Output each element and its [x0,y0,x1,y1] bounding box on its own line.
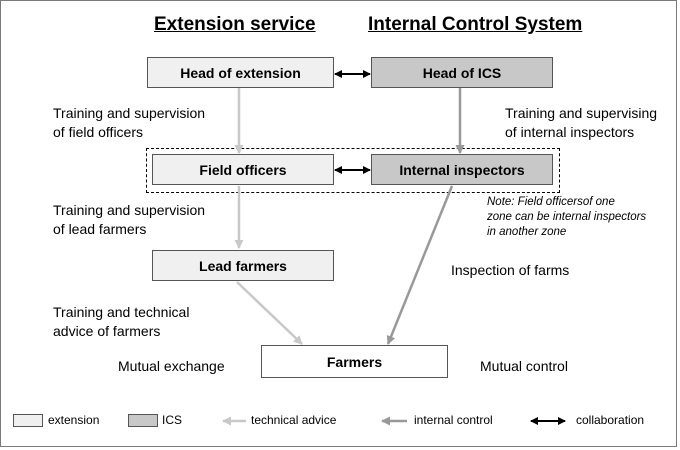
advice-arrow-lead-to-farmers [236,281,303,345]
note-line: zone can be internal inspectors [487,211,647,223]
label-line: Training and supervising [505,105,658,121]
head-of-ics-box: Head of ICS [371,57,553,88]
label-mutual-exchange: Mutual exchange [118,358,225,374]
internal-inspectors-box: Internal inspectors [371,154,553,185]
legend-ics-swatch [128,414,158,427]
label-technical-advice-farmers: Training and technical advice of farmers [53,303,189,341]
label-line: of field officers [53,124,144,140]
extension-service-header: Extension service [154,14,316,35]
legend-technical-advice-label: technical advice [251,413,337,427]
legend-extension-label: extension [48,413,100,427]
note-line: in another zone [487,226,567,238]
label-line: of lead farmers [53,221,147,237]
farmers-box: Farmers [261,345,448,378]
label-line: Training and supervision [53,105,206,121]
label-line: advice of farmers [53,323,161,339]
label-line: Training and technical [53,304,190,320]
label-mutual-control: Mutual control [480,358,568,374]
officers-inspectors-group [146,148,560,193]
head-of-extension-box: Head of extension [147,57,334,88]
control-arrow-inspectors-to-farmers [386,185,454,345]
lead-farmers-box: Lead farmers [152,250,334,281]
label-inspection-of-farms: Inspection of farms [451,262,570,278]
legend-collaboration-label: collaboration [576,413,645,427]
legend-internal-control-label: internal control [414,413,493,427]
label-training-internal-inspectors: Training and supervising of internal ins… [505,104,657,142]
label-line: of internal inspectors [505,124,635,140]
label-training-field-officers: Training and supervision of field office… [53,104,205,142]
legend-extension-swatch [13,414,43,427]
ics-header: Internal Control System [368,14,583,35]
label-line: Training and supervision [53,202,206,218]
note-line: Note: Field officersof one [487,196,615,208]
legend-ics-label: ICS [162,413,183,427]
field-officers-box: Field officers [152,154,334,185]
label-training-lead-farmers: Training and supervision of lead farmers [53,201,205,239]
note-text: Note: Field officersof one zone can be i… [487,195,646,240]
